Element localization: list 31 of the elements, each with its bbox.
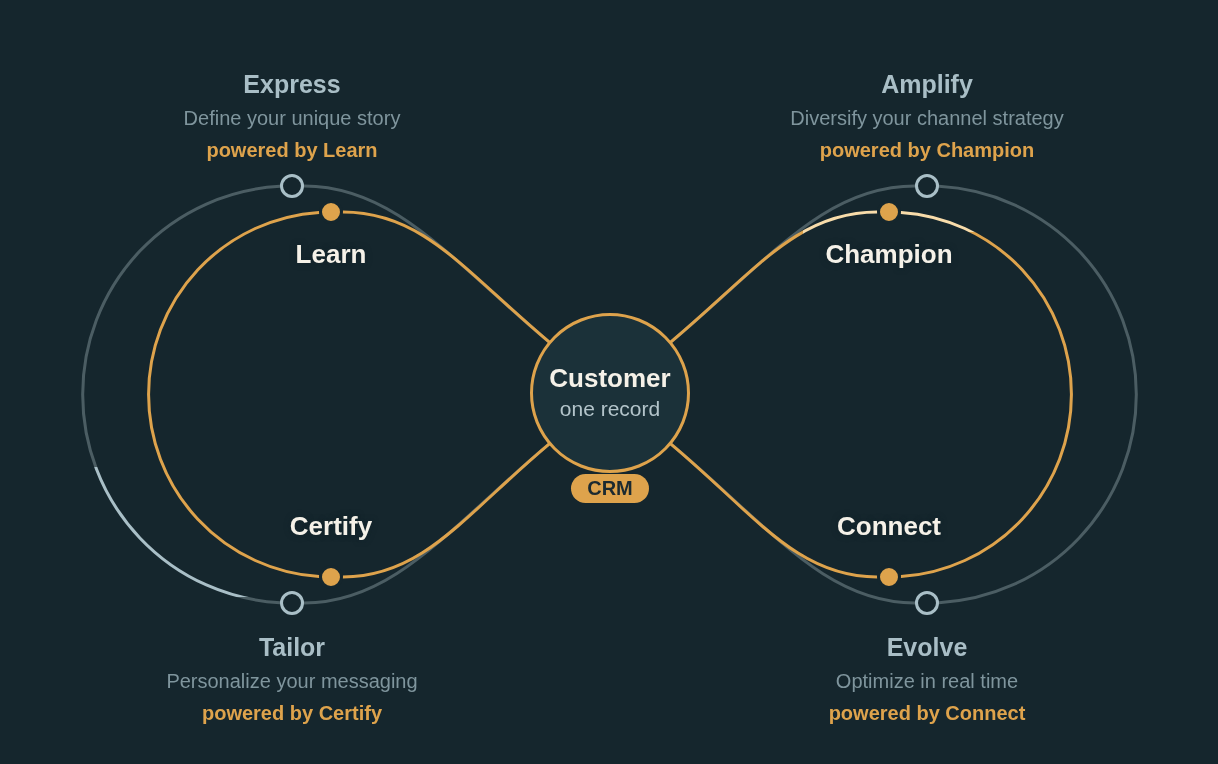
stage-title: Tailor (258, 632, 326, 663)
label-pill: CRM (571, 473, 649, 503)
loop-line (81, 184, 282, 605)
ring-marker (280, 174, 304, 198)
loop-line (341, 442, 551, 579)
product-label: Learn (295, 239, 367, 269)
stage-description: Optimize in real time (835, 669, 1019, 694)
loop-line (937, 184, 1138, 605)
stage-title: Evolve (886, 632, 968, 663)
product-label: Connect (837, 511, 941, 541)
stage-description: Diversify your channel strategy (790, 106, 1064, 131)
stage-description: Personalize your messaging (166, 669, 418, 694)
powered-by-text: powered by Connect (828, 701, 1026, 726)
hub-subtitle: one record (559, 396, 661, 422)
loop-line (341, 210, 551, 344)
powered-by-text: powered by Certify (201, 701, 382, 726)
stage-title: Amplify (881, 69, 973, 100)
loop-line (147, 210, 321, 579)
ring-marker (915, 591, 939, 615)
powered-by-text: powered by Learn (206, 138, 378, 163)
loop-line (899, 210, 1073, 579)
stage-title: Express (243, 69, 341, 100)
loop-line (669, 442, 879, 579)
product-label: Certify (289, 511, 373, 541)
product-label: Champion (825, 239, 953, 269)
stage-description: Define your unique story (183, 106, 401, 131)
ring-marker (915, 174, 939, 198)
loop-line (669, 210, 879, 344)
ring-marker (280, 591, 304, 615)
powered-by-text: powered by Champion (819, 138, 1035, 163)
hub-title: Customer (549, 362, 671, 394)
